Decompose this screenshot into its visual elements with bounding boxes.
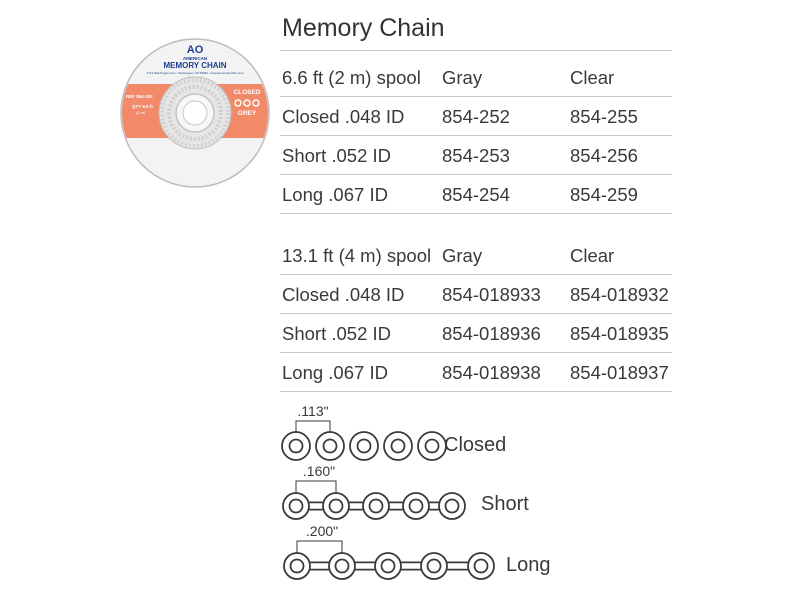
- row-clear-part: 854-018935: [570, 323, 669, 344]
- chain-spacing-label: .160": [303, 463, 335, 479]
- chain-diagram-closed: .113": [270, 400, 470, 468]
- row-clear-part: 854-018937: [570, 362, 669, 383]
- dimension-bracket: [295, 420, 331, 437]
- row-gray-part: 854-253: [442, 145, 510, 166]
- row-clear-part: 854-256: [570, 145, 638, 166]
- header-clear: Clear: [570, 245, 615, 266]
- row-gray-part: 854-254: [442, 184, 510, 205]
- row-type: Closed .048 ID: [282, 284, 405, 305]
- row-gray-part: 854-018933: [442, 284, 541, 305]
- table-4m-spool: 13.1 ft (4 m) spool Gray Clear Closed .0…: [280, 236, 672, 392]
- header-spool-size: 13.1 ft (4 m) spool: [282, 245, 432, 266]
- spool-qty-metric: (2 m): [136, 110, 146, 115]
- table-row: Long .067 ID 854-254 854-259: [280, 175, 672, 214]
- row-type: Long .067 ID: [282, 184, 388, 205]
- spool-ref: REF 854-252: [126, 94, 153, 99]
- chain-diagram-short: .160": [270, 460, 480, 528]
- chain-links: [283, 552, 495, 580]
- table-row: Short .052 ID 854-018936 854-018935: [280, 314, 672, 353]
- spool-address: 1714 Washington Ave • Sheboygan, WI 5308…: [147, 71, 244, 75]
- table-2m-spool: 6.6 ft (2 m) spool Gray Clear Closed .04…: [280, 58, 672, 214]
- header-gray: Gray: [442, 245, 483, 266]
- spool-coil: [158, 76, 232, 150]
- row-clear-part: 854-255: [570, 106, 638, 127]
- row-gray-part: 854-252: [442, 106, 510, 127]
- spool-qty: QTY 6.6 ft: [132, 104, 153, 109]
- chain-spacing-label: .200": [306, 523, 338, 539]
- chain-spacing-label: .113": [297, 403, 328, 419]
- spool-brand: AMERICAN: [183, 56, 207, 61]
- table-header-row: 13.1 ft (4 m) spool Gray Clear: [280, 236, 672, 275]
- row-type: Short .052 ID: [282, 323, 392, 344]
- table-row: Closed .048 ID 854-018933 854-018932: [280, 275, 672, 314]
- spool-product-name: MEMORY CHAIN: [163, 61, 226, 70]
- header-clear: Clear: [570, 67, 615, 88]
- chain-label-long: Long: [506, 554, 551, 576]
- row-type: Short .052 ID: [282, 145, 392, 166]
- row-clear-part: 854-018932: [570, 284, 669, 305]
- table-header-row: 6.6 ft (2 m) spool Gray Clear: [280, 58, 672, 97]
- table-row: Long .067 ID 854-018938 854-018937: [280, 353, 672, 392]
- row-gray-part: 854-018936: [442, 323, 541, 344]
- chain-diagram-long: .200": [270, 520, 500, 590]
- chain-label-short: Short: [481, 493, 529, 515]
- spool-logo: AO: [187, 44, 204, 56]
- spool-chain-icon: [234, 99, 260, 107]
- spool-type: CLOSED: [233, 89, 260, 96]
- row-type: Long .067 ID: [282, 362, 388, 383]
- dimension-bracket: [295, 480, 337, 496]
- row-gray-part: 854-018938: [442, 362, 541, 383]
- chain-links: [282, 492, 466, 520]
- table-row: Closed .048 ID 854-252 854-255: [280, 97, 672, 136]
- spool-color: GREY: [238, 110, 257, 117]
- page-title: Memory Chain: [282, 14, 445, 42]
- table-row: Short .052 ID 854-253 854-256: [280, 136, 672, 175]
- spool-product-image: AO AMERICAN MEMORY CHAIN 1714 Washington…: [120, 38, 270, 188]
- row-type: Closed .048 ID: [282, 106, 405, 127]
- chain-label-closed: Closed: [444, 434, 507, 456]
- row-clear-part: 854-259: [570, 184, 638, 205]
- dimension-bracket: [296, 540, 343, 557]
- title-divider: [280, 50, 672, 51]
- header-gray: Gray: [442, 67, 483, 88]
- chain-links: [281, 431, 447, 461]
- header-spool-size: 6.6 ft (2 m) spool: [282, 67, 421, 88]
